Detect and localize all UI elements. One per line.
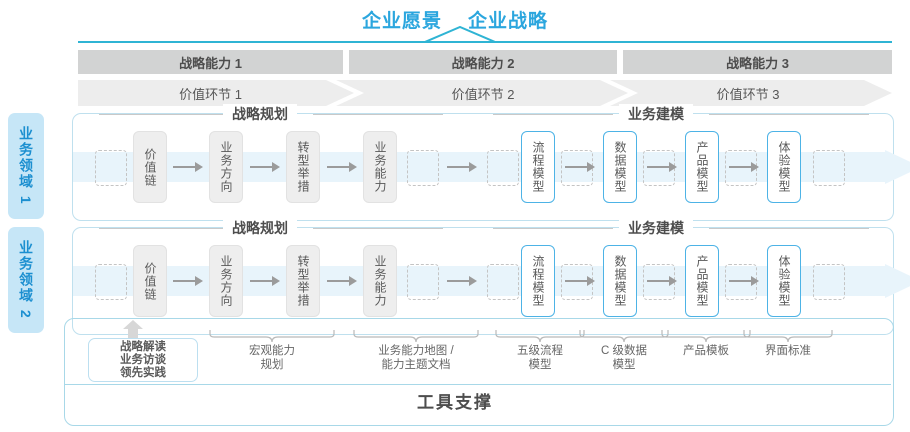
- arrow-icon: [729, 276, 759, 286]
- node-product-model-2[interactable]: 产品模型: [685, 245, 719, 317]
- node-business-direction-2[interactable]: 业务方向: [209, 245, 243, 317]
- business-domain-tag-1: 业务领域 1: [8, 113, 44, 219]
- business-domain-tag-2: 业务领域 2: [8, 227, 44, 333]
- tool-label-4: C 级数据 模型: [578, 344, 670, 372]
- node-business-capability-2[interactable]: 业务能力: [363, 245, 397, 317]
- section-rule-right-1: [313, 114, 443, 115]
- node-value-chain-2[interactable]: 价值链: [133, 245, 167, 317]
- tool-label-2-line2: 能力主题文档: [381, 359, 451, 371]
- strategic-capability-bar: 战略能力 1 战略能力 2 战略能力 3: [78, 50, 892, 74]
- section-rule-right-model-2: [709, 228, 869, 229]
- brace-icon: [661, 330, 751, 342]
- placeholder-box: [487, 150, 519, 186]
- tool-support-divider: [65, 384, 891, 385]
- arrow-icon: [447, 276, 477, 286]
- tool-label-4-line1: C 级数据: [601, 345, 647, 357]
- arrow-icon: [565, 276, 595, 286]
- placeholder-box: [95, 150, 127, 186]
- arrow-icon: [647, 276, 677, 286]
- tool-label-3-line1: 五级流程: [517, 345, 563, 357]
- brace-icon: [579, 330, 669, 342]
- placeholder-box: [407, 150, 439, 186]
- capability-segment-1: 战略能力 1: [78, 50, 343, 74]
- section-rule-right-2: [313, 228, 443, 229]
- brace-icon: [353, 330, 479, 342]
- tool-label-3: 五级流程 模型: [494, 344, 586, 372]
- placeholder-box: [95, 264, 127, 300]
- brace-icon: [743, 330, 833, 342]
- node-process-model-1[interactable]: 流程模型: [521, 131, 555, 203]
- tool-label-1-line1: 宏观能力: [249, 345, 295, 357]
- node-transformation-measures-2[interactable]: 转型举措: [286, 245, 320, 317]
- tool-highlight-line-3: 领先实践: [120, 366, 166, 379]
- tool-label-6: 界面标准: [742, 344, 834, 358]
- capability-segment-2: 战略能力 2: [349, 50, 617, 74]
- placeholder-box: [813, 150, 845, 186]
- tool-label-1-line2: 规划: [260, 359, 284, 371]
- up-arrow-icon: [123, 320, 143, 340]
- node-business-capability-1[interactable]: 业务能力: [363, 131, 397, 203]
- tool-highlight-box[interactable]: 战略解读 业务访谈 领先实践: [88, 338, 198, 382]
- placeholder-box: [407, 264, 439, 300]
- arrow-icon: [729, 162, 759, 172]
- section-title-modeling-2: 业务建模: [619, 218, 693, 238]
- tool-highlight-line-1: 战略解读: [120, 340, 166, 353]
- tool-support-container: [64, 318, 894, 426]
- enterprise-strategy-title: 企业战略: [468, 10, 549, 32]
- vision-strategy-header: 企业愿景 企业战略: [0, 4, 910, 34]
- tool-labels-row: 宏观能力 规划 业务能力地图 / 能力主题文档 五级流程 模型 C 级数据 模型: [0, 330, 910, 390]
- placeholder-box: [487, 264, 519, 300]
- arrow-icon: [647, 162, 677, 172]
- node-value-chain-1[interactable]: 价值链: [133, 131, 167, 203]
- value-chain-segment-3: 价值环节 3: [716, 86, 780, 102]
- node-transformation-measures-1[interactable]: 转型举措: [286, 131, 320, 203]
- node-data-model-1[interactable]: 数据模型: [603, 131, 637, 203]
- tool-label-5: 产品模板: [660, 344, 752, 358]
- tool-label-2: 业务能力地图 / 能力主题文档: [352, 344, 480, 372]
- arrow-icon: [447, 162, 477, 172]
- tool-label-6-line1: 界面标准: [765, 345, 811, 357]
- node-business-direction-1[interactable]: 业务方向: [209, 131, 243, 203]
- arrow-icon: [327, 276, 357, 286]
- arrow-icon: [565, 162, 595, 172]
- arrow-icon: [327, 162, 357, 172]
- tool-label-2-line1: 业务能力地图 /: [378, 345, 454, 357]
- tool-label-3-line2: 模型: [528, 359, 552, 371]
- section-title-planning-1: 战略规划: [223, 104, 297, 124]
- section-rule-right-model-1: [709, 114, 869, 115]
- arrow-icon: [173, 276, 203, 286]
- node-experience-model-2[interactable]: 体验模型: [767, 245, 801, 317]
- section-title-modeling-1: 业务建模: [619, 104, 693, 124]
- arrow-icon: [250, 162, 280, 172]
- tool-label-1: 宏观能力 规划: [208, 344, 336, 372]
- header-divider-rule: [78, 41, 892, 43]
- placeholder-box: [813, 264, 845, 300]
- capability-segment-3: 战略能力 3: [623, 50, 892, 74]
- value-chain-chevron-shape: [78, 80, 892, 106]
- value-chain-segment-2: 价值环节 2: [451, 86, 515, 102]
- node-product-model-1[interactable]: 产品模型: [685, 131, 719, 203]
- tool-highlight-line-2: 业务访谈: [120, 353, 166, 366]
- section-rule-left-2: [99, 228, 229, 229]
- domain-row-1: 战略规划 业务建模 价值链 业务方向 转型举措 业务能力 流程模型 数据模型 产…: [72, 104, 910, 221]
- value-chain-bar: 价值环节 1 价值环节 2 价值环节 3: [78, 80, 892, 106]
- arrow-icon: [173, 162, 203, 172]
- section-rule-left-1: [99, 114, 229, 115]
- section-rule-left-model-1: [493, 114, 613, 115]
- section-title-planning-2: 战略规划: [223, 218, 297, 238]
- node-experience-model-1[interactable]: 体验模型: [767, 131, 801, 203]
- brace-icon: [209, 330, 335, 342]
- value-chain-segment-1: 价值环节 1: [179, 86, 242, 102]
- tool-label-4-line2: 模型: [612, 359, 636, 371]
- section-rule-left-model-2: [493, 228, 613, 229]
- node-data-model-2[interactable]: 数据模型: [603, 245, 637, 317]
- tool-support-title: 工具支撑: [417, 393, 493, 412]
- arrow-icon: [250, 276, 280, 286]
- brace-icon: [495, 330, 585, 342]
- node-process-model-2[interactable]: 流程模型: [521, 245, 555, 317]
- enterprise-vision-title: 企业愿景: [361, 10, 442, 32]
- tool-label-5-line1: 产品模板: [683, 345, 729, 357]
- header-peak-connector-icon: [425, 26, 495, 42]
